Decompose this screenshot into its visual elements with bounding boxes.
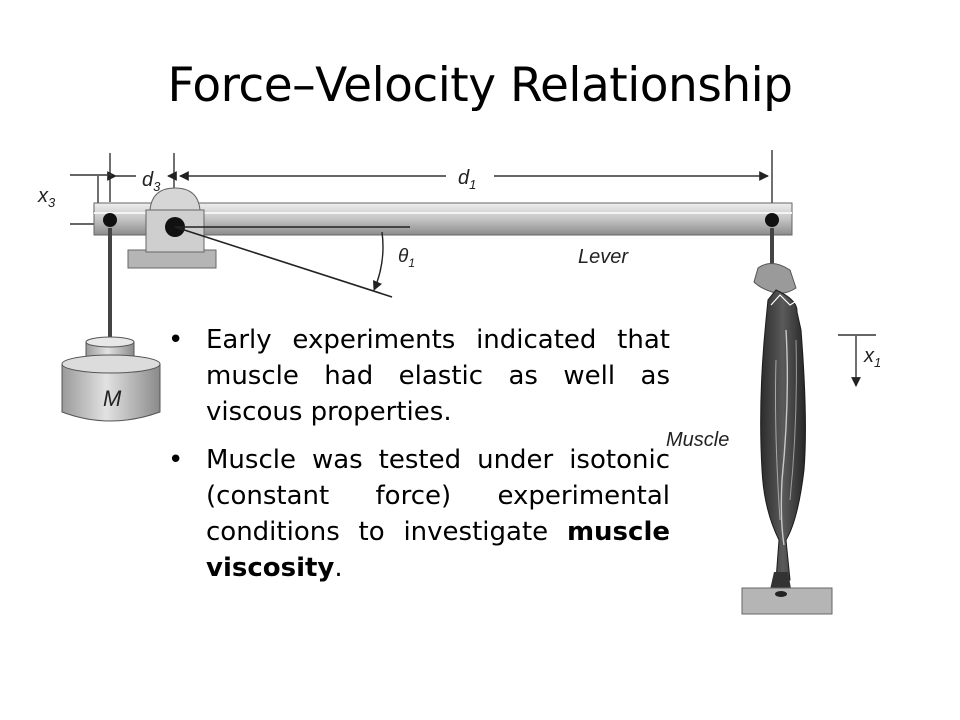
muscle-attachment-pin xyxy=(765,213,779,227)
slide-title: Force–Velocity Relationship xyxy=(167,58,794,113)
bullet-text-post: . xyxy=(334,553,343,583)
bullet-item: • Early experiments indicated that muscl… xyxy=(168,322,670,430)
muscle: Muscle xyxy=(666,228,833,615)
label-d3: d3 xyxy=(142,169,161,194)
label-x3-sub: 3 xyxy=(48,195,56,210)
bullet-item: • Muscle was tested under isotonic (cons… xyxy=(168,442,670,586)
label-d3-main: d xyxy=(142,169,154,191)
dimension-d3: d3 xyxy=(107,153,177,202)
bullet-dot: • xyxy=(168,445,184,475)
label-d1-main: d xyxy=(458,167,470,189)
label-x1-sub: 1 xyxy=(874,355,881,370)
lever-bar xyxy=(93,202,793,236)
label-lever: Lever xyxy=(578,246,629,268)
angle-theta1: θ1 xyxy=(174,226,415,298)
bullet-text-bold: muscle viscosity xyxy=(206,517,670,583)
dimension-d1: d1 xyxy=(179,150,773,205)
label-x3-main: x xyxy=(37,185,49,207)
dimension-x1: x1 xyxy=(838,334,881,387)
hanging-mass: M xyxy=(61,228,161,422)
label-x1: x1 xyxy=(863,345,881,370)
bullet-text-pre: Muscle was tested under isotonic (consta… xyxy=(206,445,670,547)
label-theta1-sub: 1 xyxy=(408,256,415,270)
label-theta1-main: θ xyxy=(398,246,409,267)
dimension-x3: x3 xyxy=(37,174,112,225)
mass-attachment-pin xyxy=(103,213,117,227)
label-d1-sub: 1 xyxy=(469,177,476,192)
bullet-dot: • xyxy=(168,325,184,355)
label-x3: x3 xyxy=(37,185,56,210)
label-muscle: Muscle xyxy=(666,429,729,451)
label-d1: d1 xyxy=(458,167,476,192)
label-mass: M xyxy=(103,386,122,411)
label-x1-main: x xyxy=(863,345,875,367)
label-d3-sub: 3 xyxy=(153,179,161,194)
label-theta1: θ1 xyxy=(398,246,415,270)
bullet-list: • Early experiments indicated that muscl… xyxy=(168,322,670,598)
bullet-text: Early experiments indicated that muscle … xyxy=(206,325,670,427)
